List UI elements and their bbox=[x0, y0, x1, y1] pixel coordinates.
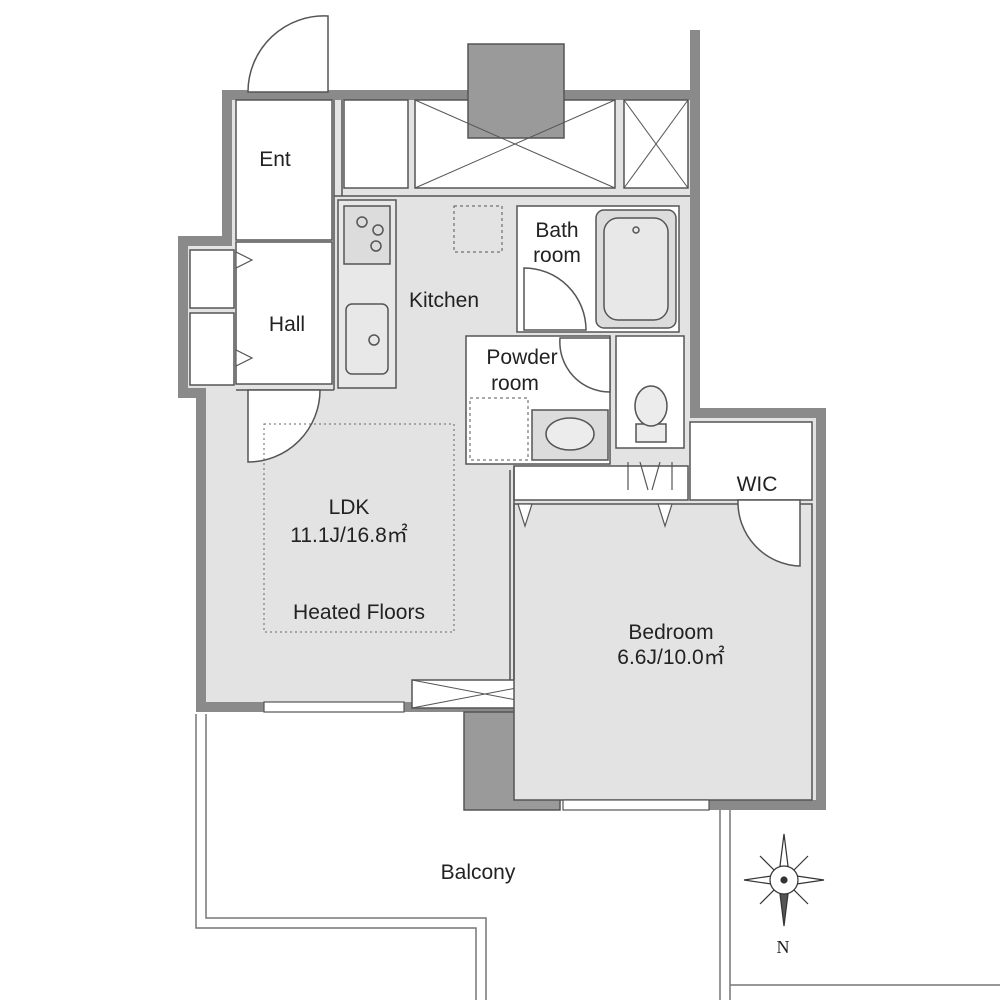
label-bath-line2: room bbox=[533, 244, 581, 267]
label-powder-line1: Powder bbox=[486, 346, 557, 369]
doors bbox=[247, 15, 801, 567]
bedroom-window bbox=[562, 799, 710, 811]
label-ldk-name: LDK bbox=[329, 496, 370, 519]
powder-door bbox=[559, 337, 611, 393]
stove-icon bbox=[343, 205, 391, 265]
kitchen-counter bbox=[337, 199, 397, 389]
ldk-window bbox=[263, 701, 405, 713]
label-bedroom-size: 6.6J/10.0㎡ bbox=[617, 645, 724, 669]
bath-door bbox=[523, 267, 587, 331]
compass-north-label: N bbox=[777, 937, 790, 957]
label-bath-line1: Bath bbox=[535, 219, 578, 242]
closet-strip bbox=[513, 465, 689, 501]
entrance-door bbox=[247, 15, 329, 93]
windows bbox=[263, 701, 710, 811]
washbasin-icon bbox=[531, 409, 609, 461]
hall-area bbox=[235, 241, 333, 385]
label-ldk-feature: Heated Floors bbox=[293, 601, 425, 624]
label-wic: WIC bbox=[737, 473, 778, 496]
closet-door-triangles bbox=[235, 251, 673, 528]
entrance-area bbox=[235, 99, 333, 241]
balcony bbox=[195, 714, 1000, 1000]
storage-shaft-1 bbox=[343, 99, 409, 189]
label-entrance: Ent bbox=[259, 148, 291, 171]
bathtub-icon bbox=[595, 209, 677, 329]
label-hall: Hall bbox=[269, 313, 305, 336]
sink-icon bbox=[345, 303, 389, 375]
shaft-cross-marks bbox=[414, 99, 689, 189]
label-powder-line2: room bbox=[491, 372, 539, 395]
pipe-shaft-top bbox=[467, 43, 565, 139]
label-ldk-size: 11.1J/16.8㎡ bbox=[290, 523, 408, 547]
label-kitchen: Kitchen bbox=[409, 289, 479, 312]
toilet-icon bbox=[634, 385, 668, 443]
label-balcony: Balcony bbox=[441, 861, 516, 884]
compass-icon bbox=[743, 833, 825, 927]
shoe-cabinet-upper bbox=[189, 249, 235, 309]
label-bedroom-name: Bedroom bbox=[628, 621, 713, 644]
wic-door bbox=[737, 499, 801, 567]
shoe-cabinet-lower bbox=[189, 312, 235, 386]
fridge-space bbox=[453, 205, 503, 253]
closet-door-marks bbox=[627, 461, 673, 491]
hall-door bbox=[247, 389, 321, 463]
heated-floors-area bbox=[263, 423, 455, 633]
vertical-wall-stub bbox=[690, 30, 700, 100]
